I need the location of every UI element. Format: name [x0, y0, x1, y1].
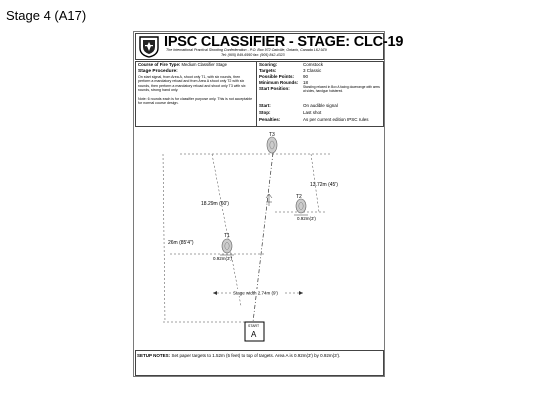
dim-line-t2 — [310, 153, 320, 213]
dim-label-t1: 26m (85'4") — [168, 240, 194, 246]
target-t2: T2 0.92m(3') — [294, 194, 316, 221]
stage-width-indicator: Stage width 2.74m (9') — [213, 289, 303, 296]
info-box — [135, 61, 384, 127]
header-contact: Tel: (905) 849-6950 fax: (905) 842-4323 — [221, 53, 285, 57]
dim-label-t2: 13.72m (45') — [310, 182, 338, 188]
target-t1: T1 0.92m(3') — [213, 233, 234, 261]
spec-value: 90 — [303, 74, 309, 79]
course-type-label: Course of Fire Type: — [138, 62, 181, 67]
spec-value: Last shot — [303, 110, 322, 115]
header-title: IPSC CLASSIFIER - STAGE: CLC-19 — [164, 34, 404, 50]
spec-label: Scoring: — [259, 62, 278, 67]
target-label-t1: T1 — [224, 233, 230, 239]
info-divider — [256, 61, 257, 127]
start-area-a: START A — [244, 321, 265, 342]
dim-line-t3 — [211, 153, 242, 307]
setup-notes-label: SETUP NOTES: — [137, 353, 171, 358]
target-t3: T3 — [266, 132, 278, 154]
spec-value: Comstock — [303, 62, 324, 67]
setup-notes-text: Set paper targets to 1.52m (5 feet) to t… — [171, 353, 341, 358]
center-line — [252, 152, 274, 323]
spec-value: Standing relaxed in Box A facing downran… — [303, 85, 380, 93]
dim-line-t1 — [162, 153, 166, 323]
stage-sheet — [133, 31, 385, 377]
header-subtitle: The International Practical Shooting Con… — [166, 48, 327, 52]
stage-diagram: 18.29m (60') 26m (85'4") 13.72m (45') T3… — [162, 132, 338, 342]
width-label-t1: 0.92m(3') — [213, 256, 232, 261]
spec-label: Minimum Rounds: — [259, 80, 299, 85]
slide-title: Stage 4 (A17) — [6, 8, 87, 23]
target-label-t3: T3 — [269, 132, 275, 138]
course-type-value: Medium Classifier Stage — [181, 62, 227, 67]
center-marker-icon — [265, 193, 273, 206]
spec-label: Targets: — [259, 68, 277, 73]
spec-label: Start Position: — [259, 86, 290, 91]
course-type: Course of Fire Type: Medium Classifier S… — [138, 62, 227, 67]
spec-label: Stop: — [259, 110, 271, 115]
spec-label: Start: — [259, 103, 271, 108]
ipsc-logo-icon — [139, 36, 159, 58]
procedure-heading: Stage Procedure: — [138, 69, 178, 74]
spec-value: 3 Classic — [303, 68, 322, 73]
spec-value: As per current edition IPSC rules — [303, 117, 369, 122]
width-label-t2: 0.92m(3') — [297, 216, 316, 221]
setup-notes: SETUP NOTES: Set paper targets to 1.52m … — [137, 353, 340, 358]
spec-value: On audible signal — [303, 103, 338, 108]
stage-width-label: Stage width 2.74m (9') — [233, 291, 278, 296]
start-area-label: A — [251, 330, 257, 339]
header-box — [135, 33, 384, 60]
setup-notes-box — [135, 350, 384, 376]
dim-label-t3: 18.29m (60') — [201, 201, 229, 207]
target-label-t2: T2 — [296, 194, 302, 200]
spec-value: 18 — [303, 80, 309, 85]
start-label: START — [248, 324, 260, 328]
procedure-text: On start signal, from Area A, shoot only… — [138, 75, 246, 93]
procedure-note: Note: 6 rounds each is for classifier pu… — [138, 97, 253, 106]
spec-label: Penalties: — [259, 117, 281, 122]
spec-label: Possible Points: — [259, 74, 295, 79]
